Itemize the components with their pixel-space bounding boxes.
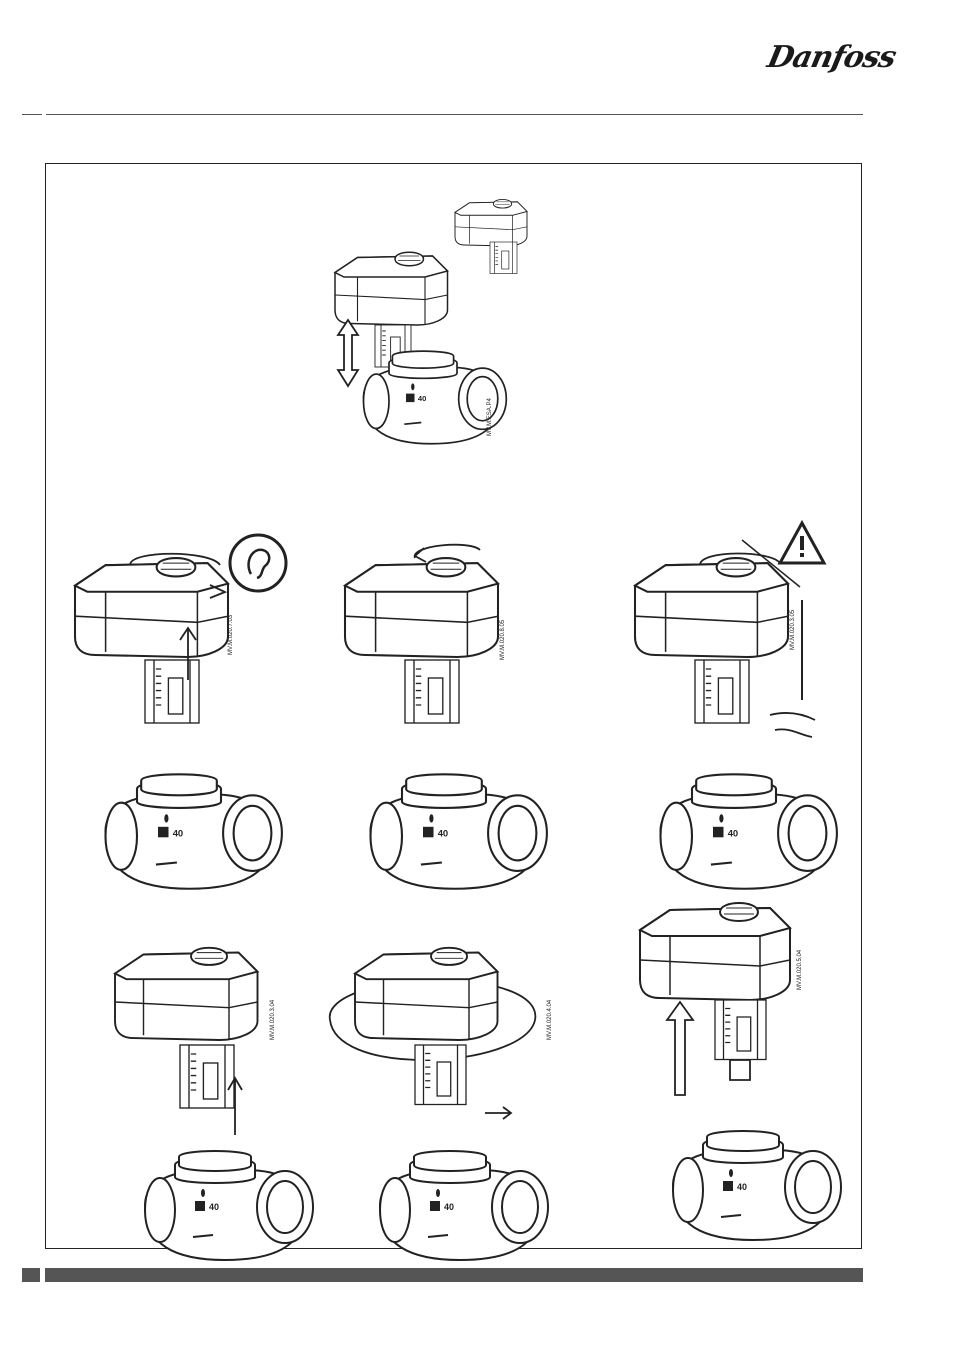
figure-code: MV.M.020.7.03 (228, 615, 234, 655)
header-rule (46, 114, 863, 115)
figure-1: MV.M.ESA.P4 (330, 190, 540, 450)
actuator-valve-drawing (110, 935, 300, 1205)
figure-3: MV.M.020.8.05 (340, 540, 540, 830)
figure-code: MV.M.020.4.04 (547, 1000, 553, 1040)
actuator-valve-drawing (635, 890, 835, 1190)
figure-code: MV.M.020.3.04 (270, 1000, 276, 1040)
footer-marker (22, 1268, 40, 1282)
figure-code: MV.M.ESA.P4 (487, 398, 493, 436)
figure-6: MV.M.020.4.04 (325, 935, 540, 1205)
actuator-valve-drawing (325, 935, 540, 1205)
figure-code: MV.M.020.8.05 (500, 620, 506, 660)
figure-5: MV.M.020.3.04 (110, 935, 300, 1205)
footer-bar (45, 1268, 863, 1282)
warning-triangle-icon (777, 520, 827, 566)
danfoss-logo: Danfoss (764, 40, 898, 75)
listen-ear-icon (223, 530, 293, 600)
figure-2: MV.M.020.7.03 (60, 530, 300, 830)
figure-code: MV.M.020.5.04 (797, 950, 803, 990)
actuator-small-drawing (330, 190, 540, 450)
header-rule-short (22, 114, 42, 115)
figure-7: MV.M.020.5.04 (635, 890, 835, 1190)
figure-code: MV.M.020.3.05 (790, 610, 796, 650)
actuator-valve-drawing (340, 540, 540, 830)
